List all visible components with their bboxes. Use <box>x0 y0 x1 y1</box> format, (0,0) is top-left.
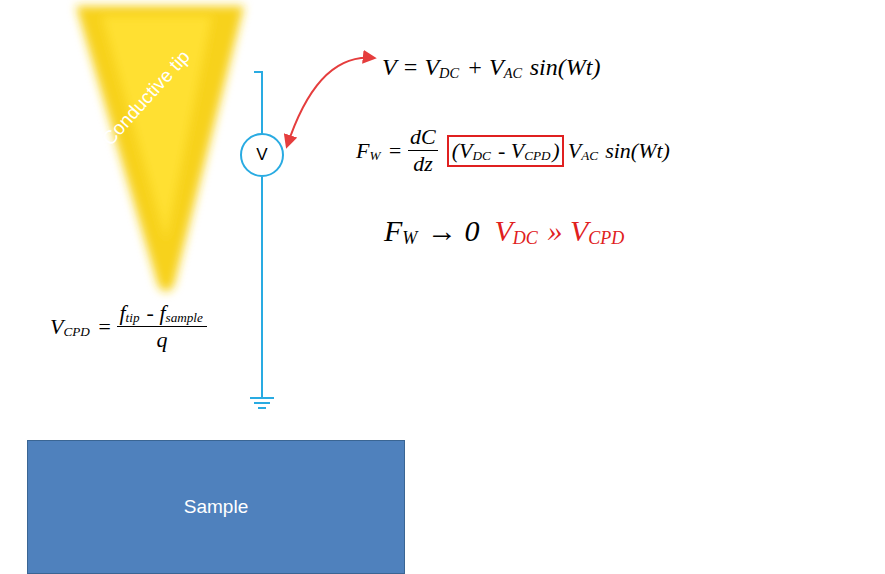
equation-part: ftip- fsampleq <box>112 300 212 353</box>
numerator: dC <box>408 124 438 151</box>
subscript: CPD <box>524 148 550 164</box>
sample-label: Sample <box>184 496 248 518</box>
equation-symbol: V <box>50 314 63 340</box>
equation-part: CPD <box>588 221 626 242</box>
equation: FW→ 0VDC»VCPD <box>384 214 626 248</box>
equation-symbol: q <box>156 327 167 353</box>
equation-part: AC <box>504 59 524 76</box>
equation-part: V = V <box>382 54 439 81</box>
equation-part: sin(Wt) <box>524 54 601 81</box>
equation: VCPD=ftip- fsampleq <box>50 300 212 353</box>
equation-symbol: V = V <box>382 54 439 81</box>
equation-part: DC <box>473 143 493 159</box>
voltage-source: V <box>240 133 284 177</box>
equation-symbol: - f <box>147 300 166 326</box>
equation-part: sin(Wt) <box>600 138 670 164</box>
equation-part: ) <box>552 138 559 164</box>
tip-shape <box>62 0 258 305</box>
equation-symbol: sin(Wt) <box>530 54 601 81</box>
equation-part: DC <box>439 59 461 76</box>
highlight-box: (VDC - VCPD) <box>447 135 565 167</box>
equation: FW=dCdz(VDC- VCPD)VACsin(Wt) <box>356 124 670 177</box>
equation-part: dz <box>413 151 433 177</box>
equation-part: V <box>568 138 581 164</box>
equation-part: dCdz <box>402 124 443 177</box>
denominator: q <box>154 327 169 353</box>
equation-symbol: + V <box>467 54 504 81</box>
subscript: W <box>369 148 380 164</box>
equation-part: sample <box>166 305 205 321</box>
subscript: W <box>402 228 417 249</box>
equation-symbol: = <box>388 138 403 164</box>
equation-symbol: f <box>119 300 125 326</box>
equation-part: F <box>356 138 369 164</box>
subscript: AC <box>504 65 522 82</box>
equation-part: q <box>156 327 167 353</box>
equation-part: W <box>369 143 382 159</box>
equation-symbol: V <box>494 214 512 248</box>
equation-symbol: F <box>356 138 369 164</box>
equation-symbol: dz <box>413 151 433 177</box>
equation-symbol: V <box>568 138 581 164</box>
equation: V = VDC + VAC sin(Wt) <box>382 54 600 81</box>
equation-symbol: ) <box>552 138 559 164</box>
equation-part: » <box>540 214 563 248</box>
equation-part: VDC»VCPD <box>479 214 626 248</box>
subscript: sample <box>166 310 203 326</box>
equation-part: = <box>382 138 402 164</box>
equation-part: CPD <box>63 319 91 335</box>
link-arrow <box>287 58 374 146</box>
equation-symbol: → 0 <box>427 214 480 248</box>
equation-symbol: sin(Wt) <box>605 138 670 164</box>
condition: VDC»VCPD <box>487 214 626 248</box>
equation-part: - V <box>492 138 524 164</box>
numerator: ftip - fsample <box>117 300 206 327</box>
equation-symbol: - V <box>498 138 524 164</box>
subscript: DC <box>439 65 459 82</box>
equation-part: = <box>91 314 111 340</box>
equation-symbol: (V <box>452 138 473 164</box>
fraction: dCdz <box>408 124 438 177</box>
subscript: tip <box>126 310 140 326</box>
equation-part: tip <box>126 305 142 321</box>
denominator: dz <box>411 151 435 177</box>
fraction: ftip- fsampleq <box>117 300 206 353</box>
subscript: CPD <box>63 324 89 340</box>
equation-part: → 0 <box>419 214 479 248</box>
equation-part: f <box>119 300 125 326</box>
equation-part: F <box>384 214 402 248</box>
equation-part: AC <box>581 143 599 159</box>
conductive-tip: Conductive tip <box>62 0 258 305</box>
tip-body <box>76 6 244 292</box>
equation-part: V <box>562 214 588 248</box>
equation-part: - f <box>141 300 165 326</box>
equation-part: CPD <box>524 143 552 159</box>
equation-part: DC <box>513 221 540 242</box>
source-label: V <box>256 145 267 165</box>
equation-symbol: F <box>384 214 402 248</box>
source-wire <box>254 72 262 398</box>
sample-block: Sample <box>27 440 405 574</box>
equation-symbol: V <box>570 214 588 248</box>
equation-part: dC <box>410 124 436 150</box>
equation-part: V <box>50 314 63 340</box>
subscript: DC <box>473 148 491 164</box>
subscript: DC <box>513 228 538 249</box>
subscript: CPD <box>588 228 624 249</box>
equation-part: W <box>402 221 419 242</box>
ground-symbol <box>250 398 274 408</box>
equation-symbol: = <box>97 314 112 340</box>
subscript: AC <box>581 148 598 164</box>
equation-part: V <box>487 214 513 248</box>
equation-symbol: dC <box>410 124 436 150</box>
equation-part: (VDC - VCPD) <box>443 135 567 167</box>
equation-symbol: » <box>547 214 562 248</box>
equation-part: (V <box>452 138 473 164</box>
equation-part: + V <box>461 54 504 81</box>
